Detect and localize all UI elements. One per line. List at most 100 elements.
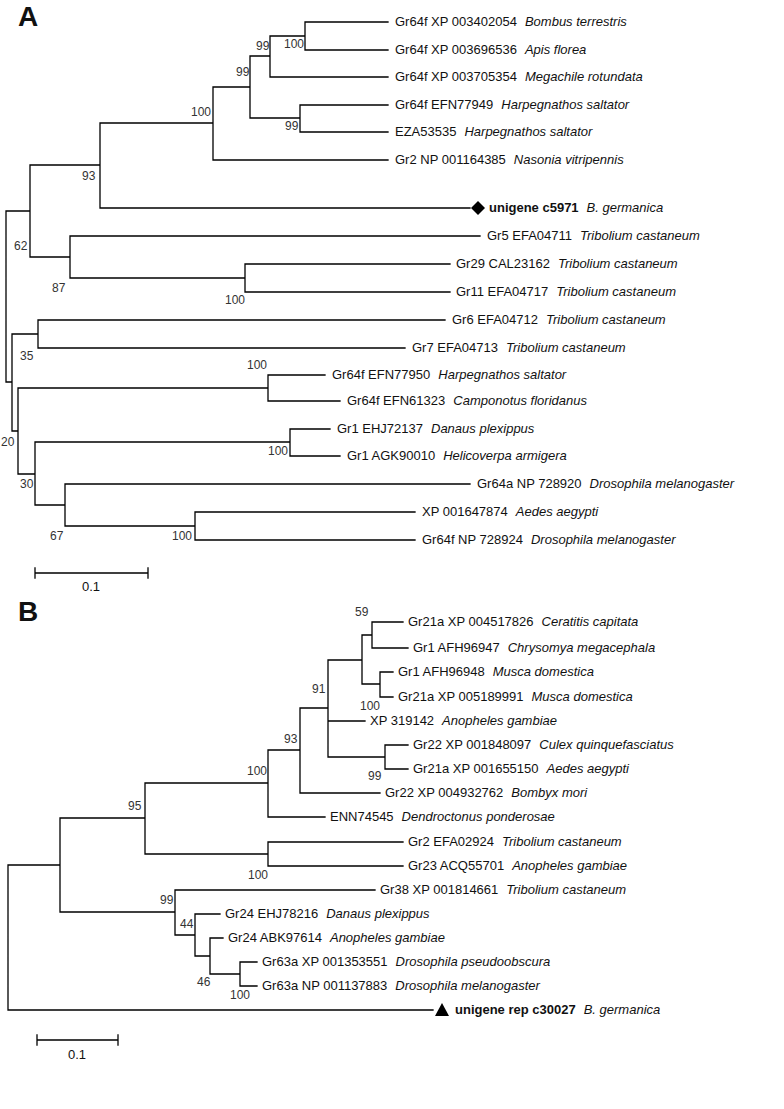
gene-id: Gr11 EFA04717	[456, 285, 548, 299]
gene-id: Gr21a XP 004517826	[408, 615, 534, 629]
bootstrap-value: 100	[247, 765, 267, 778]
gene-id: Gr5 EFA04711	[487, 229, 572, 243]
bootstrap-value: 20	[1, 436, 14, 449]
species-name: Dendroctonus ponderosae	[402, 810, 555, 824]
gene-id: Gr64f EFN77949	[395, 98, 493, 112]
bootstrap-value: 100	[230, 989, 250, 1002]
species-name: Aedes aegypti	[547, 762, 629, 776]
bootstrap-value: 100	[248, 869, 268, 882]
species-name: Drosophila melanogaster	[590, 477, 735, 491]
species-name: Apis florea	[525, 43, 586, 57]
species-name: Harpegnathos saltator	[501, 98, 629, 112]
bootstrap-value: 100	[284, 38, 304, 51]
scale-label: 0.1	[82, 580, 100, 594]
gene-id: Gr24 EHJ78216	[225, 907, 318, 921]
gene-id: Gr64f EFN61323	[347, 394, 445, 408]
scale-label: 0.1	[68, 1048, 86, 1062]
gene-id: Gr38 XP 001814661	[380, 883, 498, 897]
gene-id: Gr63a XP 001353551	[262, 955, 388, 969]
gene-id: Gr6 EFA04712	[452, 313, 538, 327]
species-name: Harpegnathos saltator	[438, 368, 566, 382]
gene-id: ENN74545	[330, 810, 394, 824]
gene-id: Gr64a NP 728920	[477, 477, 582, 491]
query-gene-id: unigene c5971	[489, 201, 579, 215]
species-name: Nasonia vitripennis	[514, 153, 624, 167]
species-name: Bombus terrestris	[525, 15, 627, 29]
species-name: Anopheles gambiae	[330, 931, 445, 945]
species-name: Tribolium castaneum	[558, 257, 678, 271]
gene-id: Gr23 ACQ55701	[408, 859, 504, 873]
species-name: Musca domestica	[493, 665, 594, 679]
species-name: Drosophila melanogaster	[395, 979, 540, 993]
gene-id: Gr29 CAL23162	[456, 257, 550, 271]
species-name: Culex quinquefasciatus	[539, 738, 673, 752]
gene-id: Gr64f EFN77950	[332, 368, 430, 382]
gene-id: Gr1 EHJ72137	[337, 422, 423, 436]
diamond-marker	[471, 201, 485, 215]
gene-id: Gr21a XP 005189991	[398, 690, 524, 704]
species-name: Megachile rotundata	[525, 70, 643, 84]
gene-id: Gr22 XP 001848097	[413, 738, 531, 752]
bootstrap-value: 87	[52, 282, 65, 295]
bootstrap-value: 46	[197, 976, 210, 989]
gene-id: Gr63a NP 001137883	[262, 979, 387, 993]
gene-id: Gr1 AGK90010	[347, 449, 435, 463]
bootstrap-value: 99	[368, 770, 381, 783]
gene-id: Gr22 XP 004932762	[385, 786, 503, 800]
bootstrap-value: 44	[180, 918, 193, 931]
bootstrap-value: 95	[128, 800, 141, 813]
panel-letter: B	[18, 597, 38, 628]
species-name: Chrysomya megacephala	[508, 641, 655, 655]
panel-letter: A	[18, 2, 38, 33]
species-name: Danaus plexippus	[326, 907, 429, 921]
species-name: Ceratitis capitata	[542, 615, 639, 629]
bootstrap-value: 67	[50, 530, 63, 543]
species-name: Tribolium castaneum	[506, 341, 626, 355]
species-name: Tribolium castaneum	[556, 285, 676, 299]
species-name: Helicoverpa armigera	[443, 449, 567, 463]
species-name: Musca domestica	[532, 690, 633, 704]
gene-id: Gr64f NP 728924	[422, 533, 523, 547]
bootstrap-value: 35	[20, 350, 33, 363]
query-gene-id: unigene rep c30027	[455, 1003, 576, 1017]
species-name: Bombyx mori	[511, 786, 587, 800]
bootstrap-value: 100	[172, 530, 192, 543]
bootstrap-value: 93	[82, 170, 95, 183]
bootstrap-value: 30	[20, 478, 33, 491]
gene-id: Gr64f XP 003696536	[395, 43, 517, 57]
bootstrap-value: 93	[284, 733, 297, 746]
species-name: Tribolium castaneum	[580, 229, 700, 243]
tree-branches-b	[8, 622, 433, 1010]
species-name: Tribolium castaneum	[502, 835, 622, 849]
gene-id: Gr1 AFH96948	[398, 665, 485, 679]
species-name: B. germanica	[584, 1003, 661, 1017]
triangle-marker	[435, 1003, 449, 1016]
gene-id: Gr21a XP 001655150	[413, 762, 539, 776]
species-name: Aedes aegypti	[516, 505, 598, 519]
bootstrap-value: 99	[160, 894, 173, 907]
species-name: Anopheles gambiae	[442, 714, 557, 728]
bootstrap-value: 100	[191, 106, 211, 119]
species-name: Tribolium castaneum	[506, 883, 626, 897]
scale-bar-b	[37, 1035, 118, 1045]
species-name: Drosophila pseudoobscura	[396, 955, 551, 969]
gene-id: Gr2 NP 001164385	[395, 153, 506, 167]
species-name: Danaus plexippus	[431, 422, 534, 436]
species-name: Tribolium castaneum	[546, 313, 666, 327]
gene-id: Gr2 EFA02924	[408, 835, 494, 849]
gene-id: Gr64f XP 003705354	[395, 70, 517, 84]
bootstrap-value: 99	[256, 40, 269, 53]
bootstrap-value: 100	[247, 359, 267, 372]
gene-id: Gr7 EFA04713	[412, 341, 498, 355]
species-name: Anopheles gambiae	[512, 859, 627, 873]
species-name: Drosophila melanogaster	[531, 533, 676, 547]
gene-id: Gr24 ABK97614	[228, 931, 322, 945]
bootstrap-value: 62	[14, 240, 27, 253]
bootstrap-value: 100	[225, 294, 245, 307]
bootstrap-value: 99	[285, 120, 298, 133]
species-name: Camponotus floridanus	[453, 394, 587, 408]
bootstrap-value: 100	[268, 445, 288, 458]
species-name: Harpegnathos saltator	[464, 125, 592, 139]
